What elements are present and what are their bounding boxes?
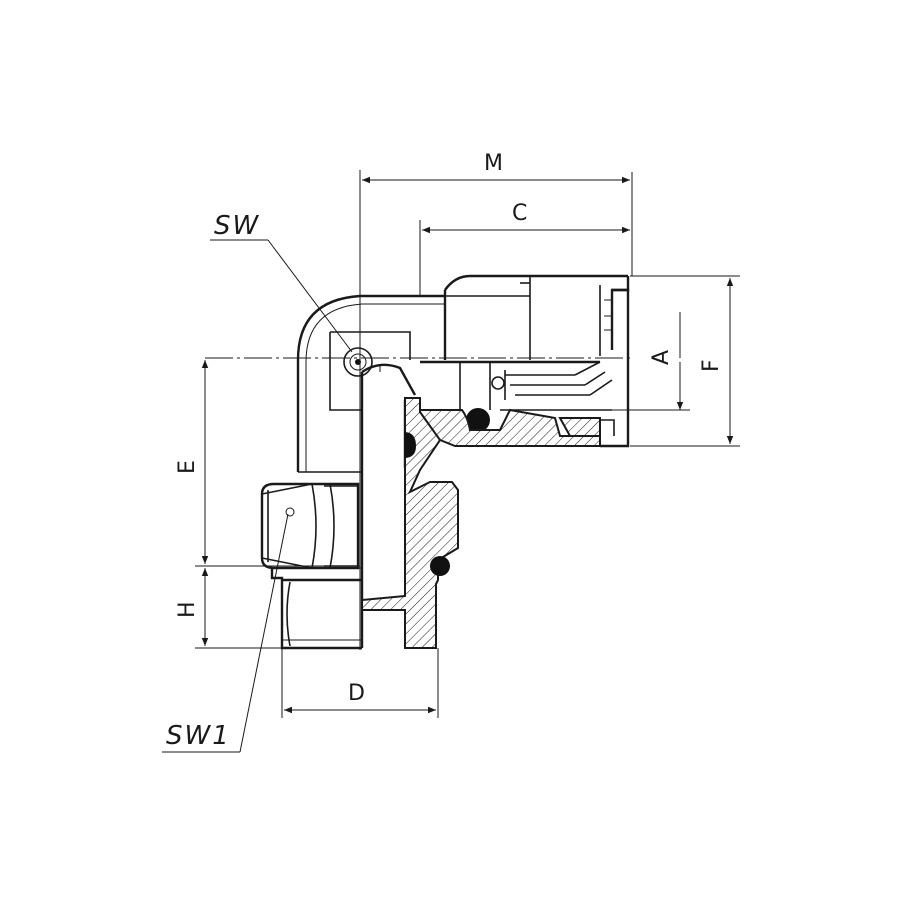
dim-label-e: E (175, 460, 200, 474)
dim-label-c: C (512, 201, 527, 226)
dimension-e: E (175, 360, 209, 564)
sw-hole-icon (343, 347, 373, 377)
dim-label-h: H (175, 601, 200, 618)
threaded-end (270, 567, 362, 650)
callout-sw1: SW1 (162, 513, 289, 753)
o-ring-upper (404, 432, 416, 458)
dimension-c: C (422, 201, 630, 234)
dimension-h: H (175, 568, 209, 646)
elbow-body (296, 290, 447, 473)
callout-sw: SW (210, 211, 353, 353)
hex-nut (260, 482, 360, 570)
callout-label-sw: SW (214, 211, 260, 241)
dimension-a: A (649, 312, 684, 410)
o-ring-lower (430, 556, 450, 576)
dim-label-d: D (348, 681, 365, 706)
dimension-d: D (284, 681, 436, 714)
section-hatching (361, 397, 459, 649)
dimension-f: F (699, 278, 734, 444)
dim-label-f: F (699, 359, 724, 372)
dimension-m: M (362, 151, 630, 184)
dim-label-m: M (484, 151, 503, 176)
dim-label-a: A (649, 350, 674, 365)
push-in-connector (205, 274, 630, 448)
callout-label-sw1: SW1 (166, 721, 231, 751)
